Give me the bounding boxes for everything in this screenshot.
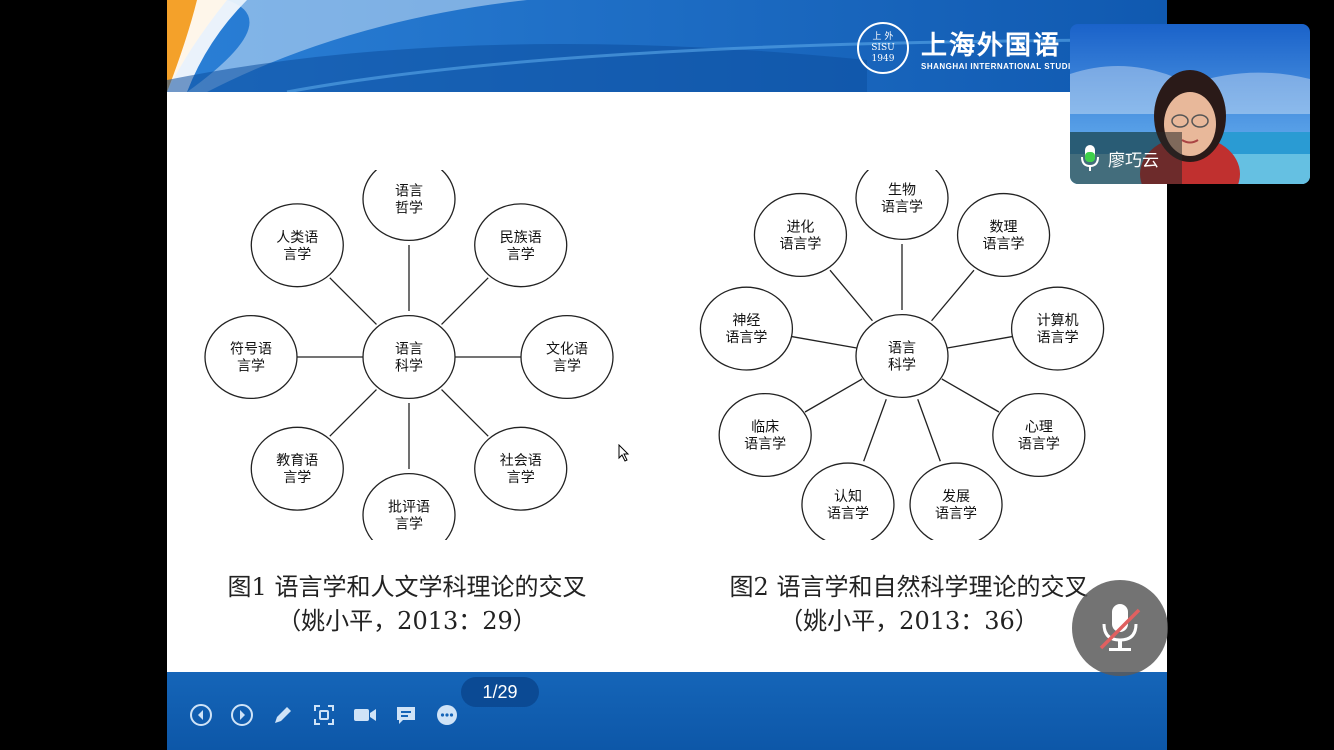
figure2-node xyxy=(801,462,895,540)
figure2-connector xyxy=(941,378,1000,413)
figure1-node xyxy=(250,426,344,511)
figure2-caption-title: 图2 语言学和自然科学理论的交叉 xyxy=(729,573,1089,601)
figure2-connector xyxy=(947,335,1013,349)
mute-toggle-button[interactable] xyxy=(1072,580,1168,676)
figure1-node-label: 教育语言学 xyxy=(276,453,318,486)
figure2-node xyxy=(956,192,1051,278)
figure2-node-label: 生物语言学 xyxy=(881,183,923,216)
figure2-node-label: 发展语言学 xyxy=(935,489,977,522)
figure1-caption-source: （姚小平，2013：29） xyxy=(277,607,537,635)
figure2-node-label: 计算机语言学 xyxy=(1037,313,1079,346)
figure1-caption-title: 图1 语言学和人文学科理论的交叉 xyxy=(227,573,587,601)
figure2-node xyxy=(909,462,1003,540)
figure1-node xyxy=(362,472,456,540)
figure2-node-label: 认知语言学 xyxy=(827,488,869,522)
participant-namebar: 廖巧云 xyxy=(1070,132,1182,184)
prev-icon[interactable] xyxy=(188,702,214,728)
chat-icon[interactable] xyxy=(393,702,419,728)
university-seal: 上 外 SISU 1949 xyxy=(857,22,909,74)
figure2-node-label: 临床语言学 xyxy=(744,420,786,453)
figure2-node-label: 心理语言学 xyxy=(1018,420,1060,453)
figure1-node xyxy=(474,203,568,288)
figure2-connector xyxy=(829,269,873,322)
figure1-node-label: 人类语言学 xyxy=(276,230,318,263)
figure2-node-label: 神经语言学 xyxy=(725,313,767,346)
figure1-node-label: 语言哲学 xyxy=(395,184,423,217)
figure2-caption: 图2 语言学和自然科学理论的交叉 （姚小平，2013：36） xyxy=(669,570,1149,638)
figure2-connector xyxy=(863,399,887,462)
figure1-node-label: 批评语言学 xyxy=(388,500,430,533)
figure1-connector xyxy=(329,277,377,325)
figure1-node xyxy=(362,170,456,242)
figure1-node xyxy=(474,426,568,511)
mic-active-icon xyxy=(1081,145,1099,171)
figure2-node xyxy=(718,392,812,478)
screenshot-icon[interactable] xyxy=(311,702,337,728)
figure2-node xyxy=(1010,286,1105,371)
figure1-connector xyxy=(441,389,489,437)
figure2-node xyxy=(992,392,1086,478)
figure2-connector xyxy=(931,269,975,322)
figure2-node xyxy=(699,286,794,371)
figure2-connector xyxy=(917,399,941,462)
next-icon[interactable] xyxy=(229,702,255,728)
page-indicator: 1/29 xyxy=(461,677,539,707)
figure1-caption: 图1 语言学和人文学科理论的交叉 （姚小平，2013：29） xyxy=(167,570,647,638)
figure2-center-node xyxy=(855,313,949,399)
figure1-node xyxy=(204,314,298,400)
mic-muted-icon xyxy=(1099,604,1141,651)
figure1-node-label: 民族语言学 xyxy=(500,230,542,263)
figure2-node xyxy=(855,170,949,241)
figure1-connector xyxy=(329,389,377,437)
figure1-center-label: 语言科学 xyxy=(395,342,423,375)
pen-icon[interactable] xyxy=(270,702,296,728)
figure2-node-label: 进化语言学 xyxy=(779,219,821,252)
university-name-en: SHANGHAI INTERNATIONAL STUDIES xyxy=(921,62,1083,71)
figure2-connector xyxy=(791,335,857,349)
mouse-cursor-icon xyxy=(618,443,630,466)
figure2-center-label: 语言科学 xyxy=(888,341,916,374)
university-logo: 上 外 SISU 1949 上海外国语 SHANGHAI INTERNATION… xyxy=(857,18,1082,78)
figure1-node-label: 文化语言学 xyxy=(546,342,588,375)
figure1-node-label: 符号语言学 xyxy=(230,342,272,375)
figure1-connector xyxy=(441,277,489,325)
figure2-caption-source: （姚小平，2013：36） xyxy=(779,607,1039,635)
figure1-center-node xyxy=(362,314,456,400)
figure2-node xyxy=(753,192,848,278)
more-icon[interactable] xyxy=(434,702,460,728)
camera-icon[interactable] xyxy=(352,702,378,728)
figure2-connector xyxy=(804,378,863,413)
participant-name: 廖巧云 xyxy=(1108,150,1159,171)
university-name-cn: 上海外国语 xyxy=(921,31,1062,61)
figure1-node xyxy=(250,203,344,288)
figure1-node xyxy=(520,314,614,400)
figure2-node-label: 数理语言学 xyxy=(983,219,1025,252)
figure1-node-label: 社会语言学 xyxy=(500,453,542,486)
slide-banner: 上 外 SISU 1949 上海外国语 SHANGHAI INTERNATION… xyxy=(167,0,1167,92)
presentation-slide: 上 外 SISU 1949 上海外国语 SHANGHAI INTERNATION… xyxy=(167,0,1167,750)
